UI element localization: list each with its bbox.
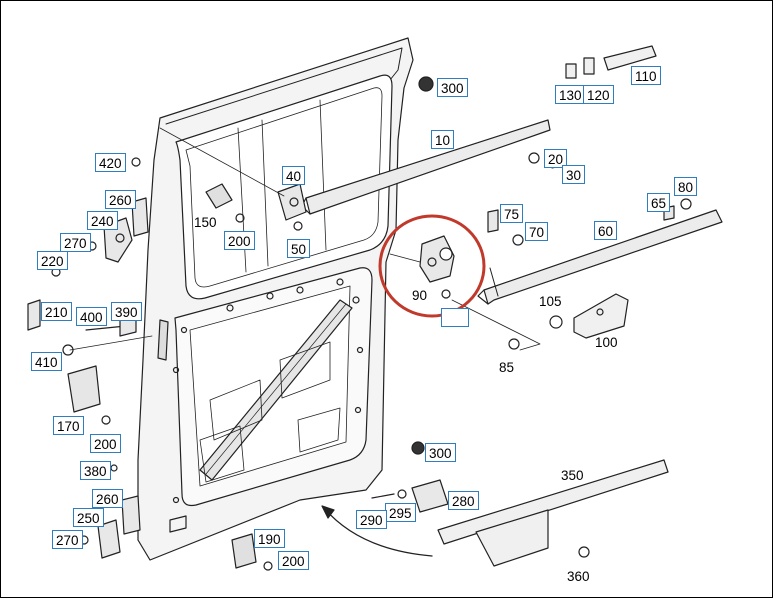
bolt-360 — [578, 546, 590, 558]
bracket-280 — [411, 479, 449, 513]
trim-strip — [437, 459, 669, 567]
grommet-300-lower — [411, 441, 425, 455]
callout-250: 250 — [73, 508, 104, 527]
bracket-150 — [205, 183, 233, 209]
callout-30: 30 — [562, 165, 586, 184]
callout-100: 100 — [595, 335, 618, 350]
door-panel — [137, 37, 414, 561]
callout-170: 170 — [53, 416, 84, 435]
callout-90-box — [441, 308, 469, 327]
washer-20 — [528, 152, 540, 164]
bolt-70 — [512, 234, 524, 246]
leader-85 — [451, 299, 541, 351]
plate-210 — [27, 299, 41, 331]
callout-400: 400 — [76, 307, 107, 326]
bolt-200-c — [263, 561, 273, 571]
callout-60: 60 — [594, 221, 618, 240]
striker-190 — [231, 533, 257, 569]
callout-50: 50 — [287, 239, 311, 258]
callout-300-lower: 300 — [425, 443, 456, 462]
cap-380 — [110, 464, 118, 472]
latch-260a — [131, 197, 149, 237]
callout-20: 20 — [544, 149, 568, 168]
callout-190: 190 — [254, 529, 285, 548]
callout-380: 380 — [80, 461, 111, 480]
washer-295 — [397, 489, 407, 499]
latch-260b — [121, 495, 141, 535]
roller-assembly-90 — [389, 235, 455, 299]
callout-200-lower: 200 — [278, 551, 309, 570]
callout-200-upper: 200 — [224, 231, 255, 250]
callout-130: 130 — [555, 85, 586, 104]
strip-110 — [603, 45, 657, 71]
washer-105 — [549, 315, 563, 329]
arrow-to-door — [323, 507, 433, 557]
bolt-50 — [293, 221, 303, 231]
callout-290: 290 — [356, 510, 387, 529]
callout-105: 105 — [539, 294, 562, 309]
callout-295: 295 — [385, 503, 416, 522]
callout-85: 85 — [499, 360, 515, 375]
callout-120: 120 — [583, 85, 614, 104]
bolt-200-a — [235, 213, 245, 223]
bolt-85 — [508, 338, 520, 350]
callout-280: 280 — [448, 491, 479, 510]
callout-110: 110 — [631, 66, 661, 85]
cap-80 — [680, 198, 692, 210]
callout-40: 40 — [282, 166, 306, 185]
hinge-40 — [159, 127, 307, 221]
callout-80: 80 — [674, 177, 698, 196]
callout-260-top: 260 — [105, 190, 136, 209]
rod-400 — [85, 325, 127, 331]
line-410 — [69, 335, 153, 351]
grommet-300-top — [418, 76, 434, 92]
button-420 — [131, 157, 141, 167]
clip-120 — [583, 57, 595, 75]
callout-390: 390 — [111, 302, 142, 321]
handle-170 — [67, 365, 101, 413]
callout-240: 240 — [87, 211, 118, 230]
lock-250 — [97, 519, 121, 559]
highlight-circle — [378, 214, 486, 318]
callout-300-top: 300 — [437, 78, 468, 97]
callout-150: 150 — [194, 215, 217, 230]
callout-260-lower: 260 — [92, 489, 123, 508]
callout-10: 10 — [431, 130, 455, 149]
callout-75: 75 — [500, 204, 524, 223]
arrow-head — [321, 505, 335, 519]
callout-65: 65 — [647, 193, 671, 212]
callout-270-lower: 270 — [52, 530, 83, 549]
bolt-290 — [371, 493, 395, 499]
callout-420: 420 — [95, 153, 126, 172]
lower-rail — [477, 209, 723, 305]
callout-360: 360 — [567, 569, 590, 584]
callout-350: 350 — [561, 468, 584, 483]
clip-75 — [487, 209, 499, 233]
callout-200-mid: 200 — [90, 434, 121, 453]
callout-270-upper: 270 — [60, 233, 91, 252]
callout-220: 220 — [37, 251, 68, 270]
callout-210: 210 — [41, 302, 72, 321]
callout-90: 90 — [412, 288, 428, 303]
bracket-100 — [573, 293, 629, 339]
clip-130 — [565, 63, 577, 79]
callout-70: 70 — [525, 222, 549, 241]
bolt-200-b — [101, 415, 111, 425]
callout-410: 410 — [31, 352, 62, 371]
grommet-410 — [62, 344, 74, 356]
